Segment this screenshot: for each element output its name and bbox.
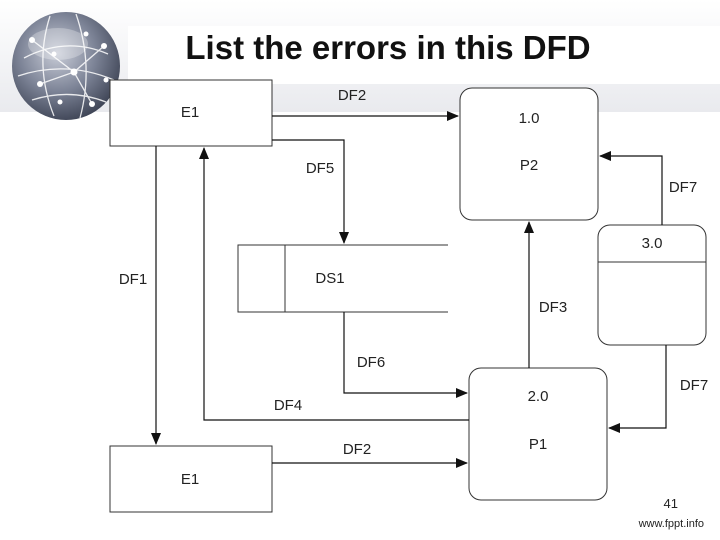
entity-e1-top [109, 79, 273, 147]
flow-df1-label: DF1 [119, 271, 147, 288]
flow-df7-bottom [608, 345, 667, 433]
globe-icon [12, 12, 120, 120]
process-2-0-name: P1 [529, 436, 547, 453]
flow-df7-top-label: DF7 [669, 179, 697, 196]
title-panel [128, 26, 720, 84]
flow-df4-label: DF4 [274, 397, 302, 414]
flow-df5 [272, 139, 349, 244]
flow-df4 [199, 147, 469, 421]
process-1-0-number: 1.0 [519, 110, 540, 127]
process-2-0 [468, 367, 608, 501]
entity-e1-top-label: E1 [181, 104, 199, 121]
flow-df2-bottom-label: DF2 [343, 441, 371, 458]
process-3-0 [597, 224, 707, 346]
flow-df6-label: DF6 [357, 354, 385, 371]
slide-title: List the errors in this DFD [185, 29, 591, 66]
flow-df6 [343, 312, 468, 398]
process-3-0-number: 3.0 [642, 235, 663, 252]
flow-df7-bottom-label: DF7 [680, 377, 708, 394]
page-number: 41 [663, 496, 678, 511]
process-1-0 [459, 87, 599, 221]
flow-df5-label: DF5 [306, 160, 334, 177]
flow-df3-label: DF3 [539, 299, 567, 316]
flow-df7-top [599, 151, 663, 225]
footer-url: www.fppt.info [638, 518, 704, 530]
datastore-ds1 [237, 244, 448, 313]
process-1-0-name: P2 [520, 157, 538, 174]
entity-e1-bottom-label: E1 [181, 471, 199, 488]
flow-df2-top-label: DF2 [338, 87, 366, 104]
entity-e1-bottom [109, 445, 273, 513]
process-2-0-number: 2.0 [528, 388, 549, 405]
datastore-ds1-label: DS1 [315, 270, 344, 287]
